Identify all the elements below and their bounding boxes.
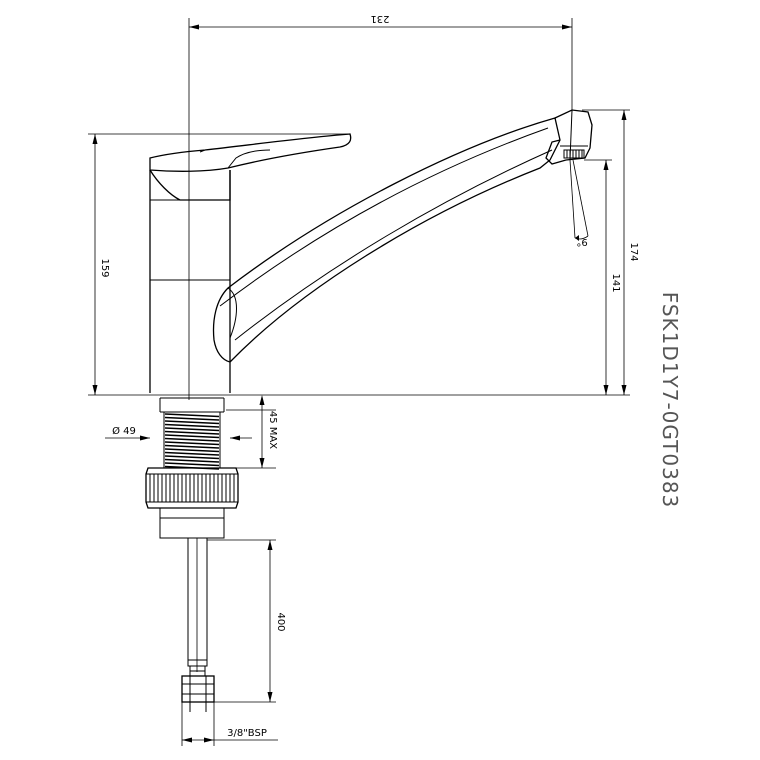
lock-nut <box>145 467 239 539</box>
aerator-angle-label: 9° <box>576 236 587 247</box>
spout-height-label: 141 <box>610 273 621 292</box>
body-cylinder <box>149 170 231 393</box>
aerator-knurl <box>566 150 583 158</box>
thread-lines <box>164 413 220 470</box>
product-code: FSK1D1Y7-0GT0383 <box>658 292 682 509</box>
hose-connector <box>181 675 215 703</box>
body-height-label: 159 <box>99 258 110 277</box>
dimension-diameter: Ø 49 <box>105 425 252 441</box>
aerator <box>563 149 585 159</box>
max-deck-label: 45 MAX <box>267 411 278 449</box>
dimension-max-deck: 45 MAX <box>226 395 278 469</box>
nut-knurl-lines <box>149 474 235 502</box>
dimension-spout-height: 141 <box>584 159 621 395</box>
threaded-shank <box>159 397 225 470</box>
faucet-body <box>149 109 593 393</box>
spout <box>212 117 561 363</box>
dimension-body-height: 159 <box>88 133 350 395</box>
handle-lever <box>149 133 352 172</box>
handle-cap <box>149 169 231 201</box>
diameter-label: Ø 49 <box>112 425 136 437</box>
dimension-hose-length: 400 <box>207 539 286 703</box>
total-height-label: 174 <box>628 242 639 261</box>
dimension-connector: 3/8"BSP <box>181 702 278 746</box>
dimension-reach: 231 <box>189 13 573 112</box>
connector-label: 3/8"BSP <box>227 728 267 739</box>
spout-head <box>545 109 593 165</box>
dimension-total-height: 174 <box>582 109 639 395</box>
reach-label: 231 <box>370 13 389 24</box>
hose-length-label: 400 <box>275 612 286 631</box>
flex-hose <box>181 538 215 712</box>
